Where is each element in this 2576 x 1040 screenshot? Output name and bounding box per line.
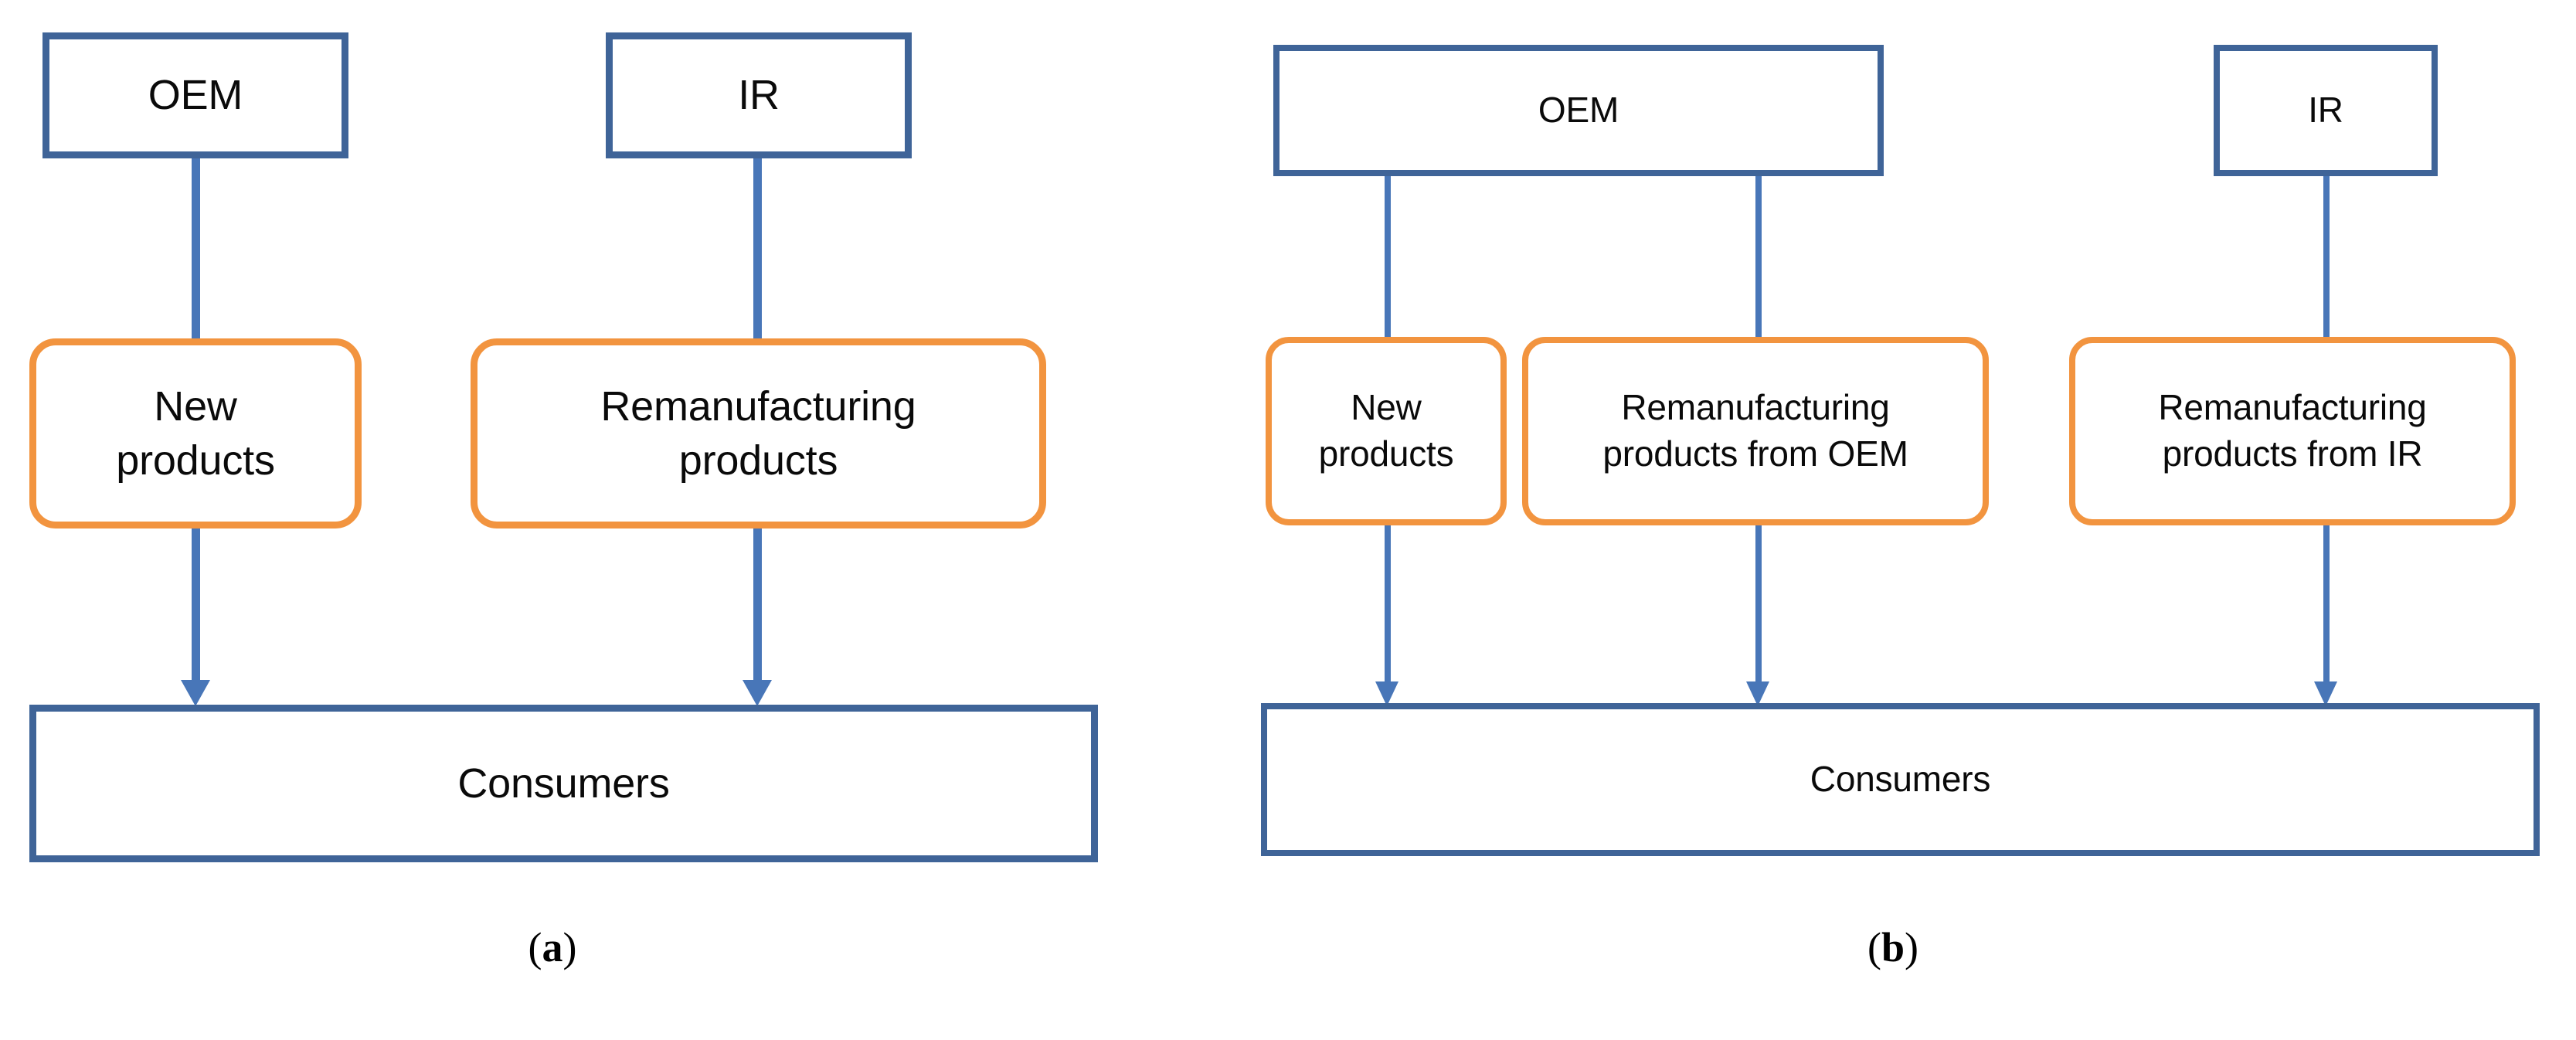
connector-oem-to-new-products-a bbox=[192, 155, 200, 344]
arrowhead-reman-oem-to-consumers-b bbox=[1746, 681, 1769, 706]
connector-ir-to-reman-ir-b bbox=[2323, 172, 2330, 340]
node-oem-b[interactable]: OEM bbox=[1273, 45, 1884, 176]
panel-b-caption-open: ( bbox=[1867, 924, 1881, 970]
panel-a-caption: (a) bbox=[0, 923, 1105, 971]
connector-reman-oem-to-consumers-b bbox=[1755, 522, 1762, 683]
node-reman-products-a-label: Remanufacturing products bbox=[600, 382, 916, 484]
node-consumers-a[interactable]: Consumers bbox=[29, 705, 1098, 862]
node-ir-a-label: IR bbox=[738, 72, 780, 119]
node-consumers-b-label: Consumers bbox=[1810, 759, 1991, 800]
node-new-products-b-label: New products bbox=[1318, 387, 1454, 474]
node-oem-a[interactable]: OEM bbox=[42, 32, 348, 158]
node-reman-from-ir-b-label: Remanufacturing products from IR bbox=[2158, 387, 2427, 474]
node-oem-a-label: OEM bbox=[148, 72, 243, 119]
node-reman-from-oem-b[interactable]: Remanufacturing products from OEM bbox=[1522, 337, 1989, 525]
panel-a-caption-open: ( bbox=[528, 924, 542, 970]
node-reman-from-oem-b-label: Remanufacturing products from OEM bbox=[1602, 387, 1908, 474]
node-consumers-a-label: Consumers bbox=[457, 760, 670, 807]
panel-b-caption-letter: b bbox=[1881, 924, 1905, 970]
connector-oem-to-new-products-b bbox=[1385, 172, 1391, 340]
node-new-products-a-label: New products bbox=[116, 382, 275, 484]
connector-reman-products-to-consumers-a bbox=[753, 528, 762, 681]
panel-b-caption: (b) bbox=[1236, 923, 2550, 971]
node-ir-b[interactable]: IR bbox=[2214, 45, 2438, 176]
node-ir-a[interactable]: IR bbox=[606, 32, 912, 158]
arrowhead-reman-ir-to-consumers-b bbox=[2314, 681, 2337, 706]
connector-new-products-to-consumers-b bbox=[1385, 522, 1391, 683]
arrowhead-new-products-to-consumers-b bbox=[1375, 681, 1398, 706]
node-new-products-b[interactable]: New products bbox=[1266, 337, 1507, 525]
node-reman-from-ir-b[interactable]: Remanufacturing products from IR bbox=[2069, 337, 2516, 525]
arrowhead-reman-products-to-consumers-a bbox=[743, 680, 772, 706]
panel-b-caption-close: ) bbox=[1905, 924, 1918, 970]
node-new-products-a[interactable]: New products bbox=[29, 338, 362, 528]
node-reman-products-a[interactable]: Remanufacturing products bbox=[471, 338, 1046, 528]
connector-oem-to-reman-oem-b bbox=[1755, 172, 1762, 340]
connector-new-products-to-consumers-a bbox=[192, 528, 200, 681]
panel-a: OEM IR New products Remanufacturing prod… bbox=[0, 0, 1159, 1040]
node-oem-b-label: OEM bbox=[1538, 90, 1619, 131]
panel-b: OEM IR New products Remanufacturing prod… bbox=[1236, 0, 2576, 1040]
panel-a-caption-close: ) bbox=[562, 924, 577, 970]
node-ir-b-label: IR bbox=[2308, 90, 2343, 131]
connector-ir-to-reman-products-a bbox=[753, 155, 762, 344]
panel-a-caption-letter: a bbox=[542, 924, 563, 970]
connector-reman-ir-to-consumers-b bbox=[2323, 522, 2330, 683]
node-consumers-b[interactable]: Consumers bbox=[1261, 703, 2540, 856]
arrowhead-new-products-to-consumers-a bbox=[181, 680, 210, 706]
